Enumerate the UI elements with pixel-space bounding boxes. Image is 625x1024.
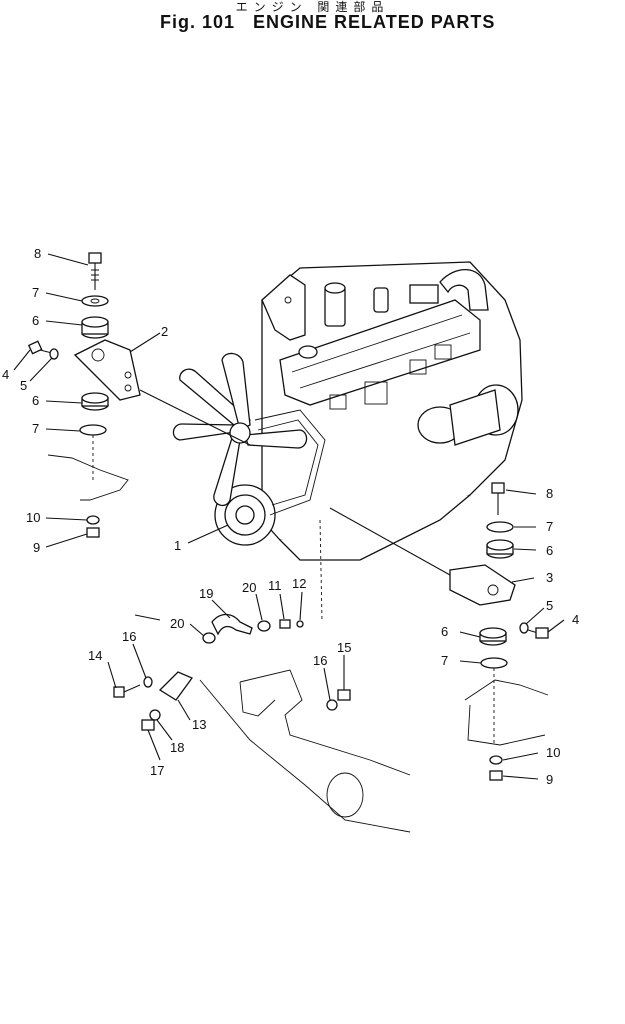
callout-8: 8: [546, 486, 553, 501]
figure-title: Fig. 101 ENGINE RELATED PARTS: [160, 12, 496, 32]
callout-12: 12: [292, 576, 306, 591]
callout-9: 9: [33, 540, 40, 555]
callout-14: 14: [88, 648, 102, 663]
engine-block-drawing: [172, 261, 523, 561]
callout-4: 4: [2, 367, 9, 382]
callout-7: 7: [441, 653, 448, 668]
callout-15: 15: [337, 640, 351, 655]
callout-6: 6: [441, 624, 448, 639]
callout-9: 9: [546, 772, 553, 787]
callout-16: 16: [122, 629, 136, 644]
callout-10: 10: [546, 745, 560, 760]
callout-11: 11: [268, 578, 282, 593]
callout-17: 17: [150, 763, 164, 778]
callout-13: 13: [192, 717, 206, 732]
callout-7: 7: [32, 421, 39, 436]
right-mount-parts: [449, 482, 549, 781]
fan-blades-drawing: [172, 352, 308, 507]
callout-5: 5: [546, 598, 553, 613]
frame-drawing: [134, 614, 411, 833]
callout-5: 5: [20, 378, 27, 393]
callout-19: 19: [199, 586, 213, 601]
figure-title-japanese: エンジン 関連部品: [235, 0, 390, 14]
callout-1: 1: [174, 538, 181, 553]
callout-20: 20: [242, 580, 256, 595]
callout-8: 8: [34, 246, 41, 261]
callout-2: 2: [161, 324, 168, 339]
drain-fitting-parts: [113, 519, 351, 731]
callout-18: 18: [170, 740, 184, 755]
callout-6: 6: [32, 393, 39, 408]
callout-7: 7: [546, 519, 553, 534]
callout-6: 6: [32, 313, 39, 328]
left-mount-parts: [27, 252, 141, 538]
callout-6: 6: [546, 543, 553, 558]
callout-4: 4: [572, 612, 579, 627]
callout-labels: 8 7 6 2 4 5 6 7 10 9 1 8 7 6 3 5 4 6 7 1…: [2, 246, 579, 787]
leader-lines: [13, 253, 565, 780]
callout-16: 16: [313, 653, 327, 668]
callout-3: 3: [546, 570, 553, 585]
callout-10: 10: [26, 510, 40, 525]
callout-20: 20: [170, 616, 184, 631]
callout-7: 7: [32, 285, 39, 300]
